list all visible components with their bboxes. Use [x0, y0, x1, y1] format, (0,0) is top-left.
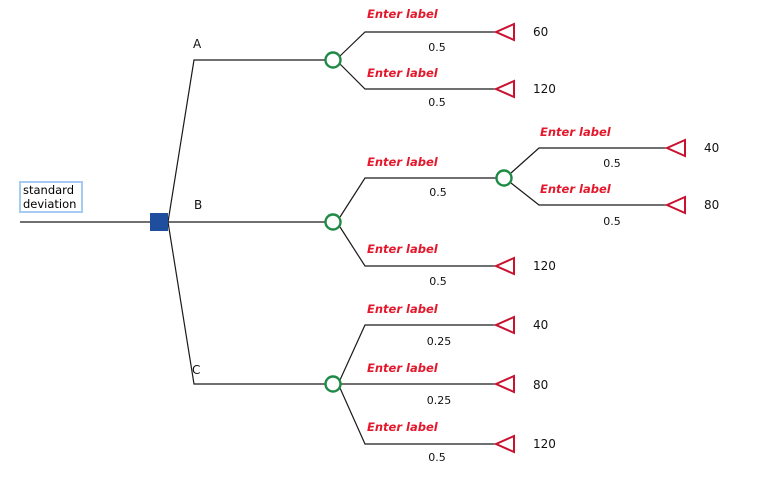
terminal-node-c1[interactable] [493, 315, 515, 335]
terminal-node-b1b[interactable] [664, 195, 686, 215]
value-c1[interactable]: 40 [533, 318, 548, 332]
edge-c1 [339, 324, 496, 381]
value-b1a[interactable]: 40 [704, 141, 719, 155]
edge-branch-c [167, 221, 326, 385]
edge-label-b1b[interactable]: Enter label [540, 182, 612, 196]
terminal-node-b2[interactable] [493, 256, 515, 276]
probability-b1[interactable]: 0.5 [429, 186, 447, 199]
edge-a1 [339, 31, 496, 57]
terminal-node-a1[interactable] [493, 22, 515, 42]
value-a2[interactable]: 120 [533, 82, 556, 96]
terminal-node-c2[interactable] [493, 374, 515, 394]
edge-branch-a [167, 59, 326, 223]
edge-c3 [339, 387, 496, 445]
tree-edges [20, 31, 667, 445]
edge-label-c2[interactable]: Enter label [367, 361, 439, 375]
edge-a2 [339, 63, 496, 90]
probability-c1[interactable]: 0.25 [427, 335, 452, 348]
chance-node-b1[interactable] [495, 169, 513, 187]
value-a1[interactable]: 60 [533, 25, 548, 39]
probability-a2[interactable]: 0.5 [428, 96, 446, 109]
terminal-node-b1a[interactable] [664, 138, 686, 158]
edge-label-c3[interactable]: Enter label [367, 420, 439, 434]
root-label-input[interactable]: standard deviation [19, 181, 83, 214]
edge-label-b2[interactable]: Enter label [367, 242, 439, 256]
chance-node-a[interactable] [324, 51, 342, 69]
probability-a1[interactable]: 0.5 [428, 41, 446, 54]
edge-label-b1[interactable]: Enter label [367, 155, 439, 169]
probability-c2[interactable]: 0.25 [427, 394, 452, 407]
edge-b1 [339, 177, 497, 218]
edge-b1a [510, 147, 667, 174]
value-c2[interactable]: 80 [533, 378, 548, 392]
terminal-node-a2[interactable] [493, 79, 515, 99]
chance-node-b[interactable] [324, 213, 342, 231]
edge-label-a1[interactable]: Enter label [367, 7, 439, 21]
edge-label-a2[interactable]: Enter label [367, 66, 439, 80]
edge-b2 [339, 226, 496, 267]
edge-label-c1[interactable]: Enter label [367, 302, 439, 316]
decision-node-root[interactable] [150, 213, 168, 231]
probability-b1b[interactable]: 0.5 [603, 215, 621, 228]
chance-node-c[interactable] [324, 375, 342, 393]
edge-b1b [510, 182, 667, 206]
terminal-node-c3[interactable] [493, 434, 515, 454]
edge-label-b1a[interactable]: Enter label [540, 125, 612, 139]
probability-c3[interactable]: 0.5 [428, 451, 446, 464]
value-b2[interactable]: 120 [533, 259, 556, 273]
value-b1b[interactable]: 80 [704, 198, 719, 212]
branch-label-c[interactable]: C [192, 363, 200, 377]
value-c3[interactable]: 120 [533, 437, 556, 451]
probability-b2[interactable]: 0.5 [429, 275, 447, 288]
branch-label-b[interactable]: B [194, 198, 202, 212]
branch-label-a[interactable]: A [193, 37, 202, 51]
probability-b1a[interactable]: 0.5 [603, 157, 621, 170]
